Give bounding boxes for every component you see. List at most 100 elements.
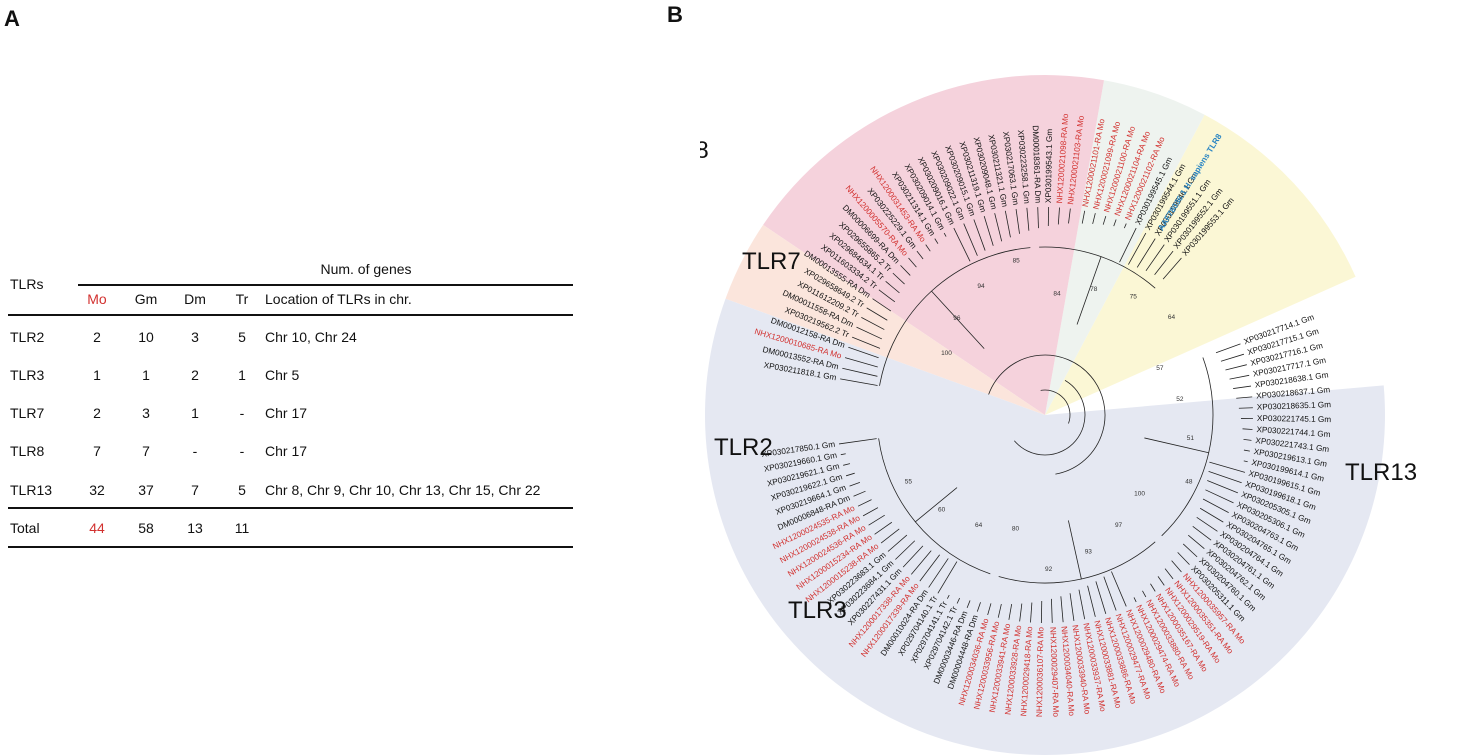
row-label: TLR3	[10, 367, 45, 383]
tree-branch	[1243, 460, 1248, 463]
clade-sector-tlr3	[725, 224, 1045, 415]
tree-branch	[1233, 385, 1252, 389]
tree-branch	[1205, 489, 1234, 504]
tree-branch	[910, 550, 932, 575]
panel-label-a: A	[4, 6, 20, 31]
bootstrap-value: 78	[1090, 286, 1098, 293]
header-bottom-rule	[8, 314, 573, 316]
tree-branch	[1177, 552, 1190, 565]
cell-mo: 1	[93, 367, 101, 383]
tree-branch	[1207, 480, 1239, 494]
cell-dm: 2	[191, 367, 199, 383]
tree-branch	[1171, 560, 1182, 573]
clade-label-tlr8: TLR8	[700, 137, 709, 164]
tree-branch	[1192, 526, 1212, 541]
tree-branch	[928, 558, 949, 588]
tree-branch	[1057, 207, 1060, 225]
bootstrap-value: 80	[1012, 525, 1020, 532]
tree-arc	[1014, 380, 1086, 456]
cell-location: Chr 8, Chr 9, Chr 10, Chr 13, Chr 15, Ch…	[265, 482, 541, 498]
tree-branch	[1136, 238, 1156, 268]
bootstrap-value: 100	[1134, 490, 1145, 497]
tree-branch	[1215, 343, 1241, 354]
tree-branch	[931, 290, 985, 349]
bootstrap-value: 96	[953, 315, 961, 322]
tree-branch	[1069, 593, 1075, 622]
cell-dm: 3	[191, 329, 199, 345]
tree-branch	[885, 280, 900, 294]
total-dm: 13	[187, 520, 203, 536]
clade-label-tlr2: TLR2	[714, 434, 773, 461]
cell-dm: -	[192, 443, 198, 459]
row-label: TLR7	[10, 405, 45, 421]
cell-mo: 2	[93, 405, 101, 421]
tree-branch	[849, 482, 861, 487]
cell-gm: 1	[142, 367, 150, 383]
tree-branch	[878, 289, 896, 303]
clade-sector-tlr2	[763, 75, 1104, 415]
tree-branch	[1196, 517, 1218, 532]
tree-branch	[1092, 213, 1096, 224]
tree-branch	[937, 561, 958, 594]
tree-branch	[857, 499, 872, 507]
tree-branch	[1113, 219, 1117, 227]
clade-label-tlr3: TLR3	[788, 597, 847, 624]
tree-branch	[983, 215, 994, 246]
clade-sector-tlr7	[1045, 80, 1205, 415]
tree-branch	[919, 554, 941, 582]
tree-branch	[1187, 534, 1205, 550]
tree-branch	[866, 307, 888, 321]
panel-label-b: B	[667, 2, 683, 27]
tree-branch	[842, 367, 878, 377]
total-mo: 44	[89, 520, 105, 536]
cell-mo: 2	[93, 329, 101, 345]
tree-branch	[1004, 210, 1011, 238]
tree-branch	[848, 346, 879, 359]
total-label: Total	[10, 520, 40, 536]
row-label: TLR13	[10, 482, 53, 498]
bootstrap-value: 75	[1130, 294, 1138, 301]
bootstrap-value: 94	[977, 283, 985, 290]
clade-sector-tlr8	[1045, 114, 1356, 416]
cell-tr: -	[239, 443, 245, 459]
tree-branch	[1026, 207, 1030, 231]
bootstrap-value: 64	[975, 522, 983, 529]
tree-branch	[1150, 583, 1156, 592]
tree-branch	[1102, 215, 1107, 225]
tree-branch	[1154, 250, 1174, 275]
tree-branch	[1095, 581, 1107, 615]
leaf-label: XP030218635.1 Gm	[1257, 400, 1332, 412]
tree-branch	[1067, 520, 1082, 580]
tree-branch	[1142, 590, 1147, 598]
tree-branch	[1209, 461, 1246, 473]
tree-branch	[1019, 603, 1023, 622]
tree-branch	[963, 223, 978, 256]
tree-branch	[1078, 589, 1086, 620]
tree-branch	[880, 528, 900, 544]
table-bottom-rule	[8, 546, 573, 548]
cell-location: Chr 10, Chr 24	[265, 329, 357, 345]
tree-branch	[872, 298, 892, 312]
tree-branch	[895, 540, 916, 560]
bootstrap-value: 100	[941, 350, 952, 357]
cell-gm: 37	[138, 482, 154, 498]
bootstrap-value: 57	[1156, 365, 1164, 372]
total-top-rule	[8, 507, 573, 509]
bootstrap-value: 84	[1053, 290, 1061, 297]
tree-branch	[868, 514, 885, 526]
total-gm: 58	[138, 520, 154, 536]
tree-branch	[874, 521, 893, 535]
tree-branch	[853, 490, 866, 497]
tree-branch	[1243, 438, 1252, 441]
tree-branch	[1208, 470, 1242, 484]
cell-location: Chr 5	[265, 367, 300, 383]
bootstrap-value: 60	[938, 506, 946, 513]
tree-branch	[887, 534, 908, 552]
tree-branch	[845, 472, 855, 477]
tree-arc	[1040, 389, 1071, 424]
tree-branch	[966, 600, 971, 609]
tree-branch	[840, 453, 846, 456]
tree-branch	[840, 378, 878, 386]
tree-branch	[1103, 576, 1117, 611]
cell-dm: 1	[191, 405, 199, 421]
